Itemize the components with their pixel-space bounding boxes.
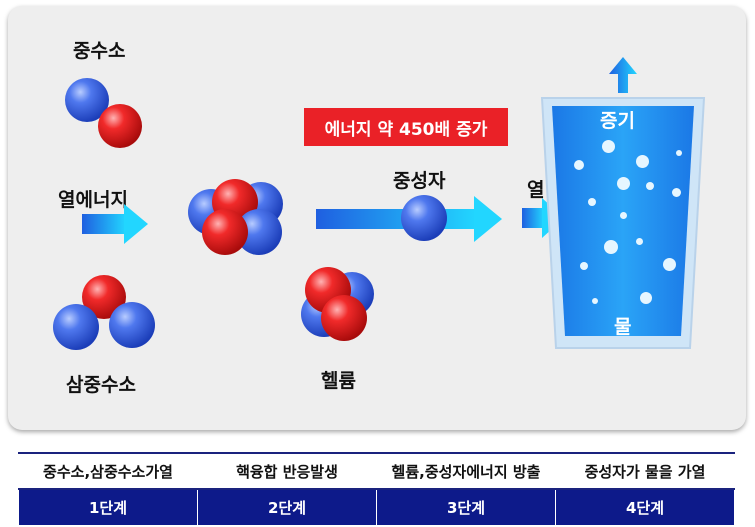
- stage-description: 핵융합 반응발생: [197, 452, 377, 490]
- thermal-energy-arrow: [82, 204, 148, 244]
- tritium-molecule-icon: [53, 275, 155, 350]
- bubble: [592, 298, 598, 304]
- bubble: [620, 212, 627, 219]
- bubble: [636, 155, 649, 168]
- stage-step: 3단계: [376, 489, 556, 525]
- label-thermal-energy: 열에너지: [58, 189, 128, 211]
- bubble: [646, 182, 654, 190]
- stage-table: 중수소,삼중수소가열 핵융합 반응발생 헬륨,중성자에너지 방출 중성자가 물을…: [18, 452, 735, 525]
- stage-description: 중성자가 물을 가열: [555, 452, 735, 490]
- fusion-cluster-icon: [188, 179, 283, 255]
- bubble: [672, 188, 681, 197]
- stage-description: 헬륨,중성자에너지 방출: [376, 452, 556, 490]
- bubble: [676, 150, 682, 156]
- label-deuterium: 중수소: [73, 40, 126, 62]
- bubble: [580, 262, 588, 270]
- label-neutron: 중성자: [393, 170, 446, 192]
- energy-increase-banner: 에너지 약 450배 증가: [304, 108, 508, 146]
- deuterium-molecule-icon: [65, 78, 142, 148]
- stage-step: 2단계: [197, 489, 377, 525]
- bubble: [636, 238, 643, 245]
- helium-nucleus-icon: [301, 267, 374, 341]
- bubble: [588, 198, 596, 206]
- label-helium: 헬륨: [321, 370, 356, 392]
- steam-arrow-icon: [609, 57, 637, 93]
- stage-step-row: 1단계 2단계 3단계 4단계: [18, 489, 735, 525]
- label-heat: 열: [527, 179, 545, 201]
- bubble: [640, 292, 652, 304]
- stage-step: 1단계: [18, 489, 198, 525]
- neutron-particle-icon: [401, 195, 447, 241]
- bubble: [663, 258, 676, 271]
- stage-description: 중수소,삼중수소가열: [18, 452, 198, 490]
- bubble: [617, 177, 630, 190]
- bubble: [604, 240, 618, 254]
- stage-step: 4단계: [555, 489, 735, 525]
- label-steam: 증기: [600, 110, 635, 132]
- stage-description-row: 중수소,삼중수소가열 핵융합 반응발생 헬륨,중성자에너지 방출 중성자가 물을…: [18, 452, 735, 490]
- bubble: [574, 160, 584, 170]
- label-tritium: 삼중수소: [66, 374, 136, 396]
- label-water: 물: [614, 316, 632, 338]
- bubble: [602, 140, 615, 153]
- water-glass-icon: [540, 97, 706, 349]
